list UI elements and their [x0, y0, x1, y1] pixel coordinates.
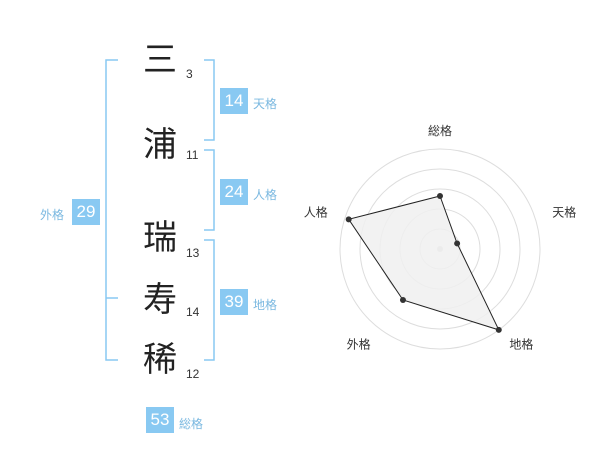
stroke-count-1: 3	[186, 67, 193, 81]
radar-point-4	[345, 216, 352, 223]
radar-series-polygon	[347, 195, 500, 331]
soukaku-value: 53	[146, 407, 174, 433]
soukaku-label: 総格	[179, 417, 204, 431]
stroke-count-2: 11	[186, 148, 199, 162]
tenkaku-bracket	[204, 59, 215, 141]
gaikaku-label: 外格	[40, 208, 65, 222]
gaikaku-value: 29	[72, 199, 100, 225]
radar-point-2	[495, 326, 502, 333]
radar-point-1	[454, 240, 461, 247]
radar-ring-5	[339, 148, 541, 350]
name-char-1: 三	[143, 40, 177, 80]
name-char-2: 浦	[143, 125, 177, 165]
radar-axis-label-4: 人格	[304, 205, 328, 220]
radar-axis-label-0: 総格	[428, 123, 452, 138]
stroke-count-3: 13	[186, 246, 200, 260]
radar-axis-label-2: 地格	[509, 337, 533, 352]
name-char-3: 瑞	[143, 218, 177, 258]
chikaku-label: 地格	[253, 298, 278, 312]
jinkaku-value: 24	[220, 179, 248, 205]
stroke-count-4: 14	[186, 305, 200, 319]
name-char-5: 稀	[143, 340, 177, 380]
radar-point-0	[437, 193, 443, 199]
tenkaku-label: 天格	[253, 97, 278, 111]
chikaku-bracket	[204, 239, 215, 361]
jinkaku-label: 人格	[253, 188, 278, 202]
radar-axis-label-3: 外格	[347, 337, 371, 352]
chikaku-value: 39	[220, 289, 248, 315]
radar-ring-4	[359, 168, 521, 330]
radar-point-3	[399, 296, 406, 303]
jinkaku-bracket	[204, 149, 215, 231]
name-char-4: 寿	[143, 280, 177, 320]
gaikaku-bracket	[105, 59, 118, 361]
stroke-count-5: 12	[186, 367, 200, 381]
tenkaku-value: 14	[220, 88, 248, 114]
radar-axis-label-1: 天格	[552, 205, 576, 220]
